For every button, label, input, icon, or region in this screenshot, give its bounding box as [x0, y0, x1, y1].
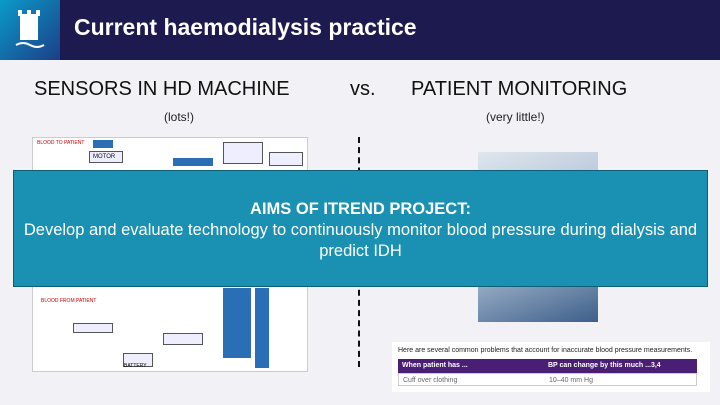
- aims-title: AIMS OF ITREND PROJECT:: [250, 200, 471, 218]
- table-cell: 10–40 mm Hg: [549, 377, 593, 384]
- diagram-label: BLOOD FROM PATIENT: [41, 298, 97, 304]
- column-header: BP can change by this much ...3,4: [548, 362, 661, 369]
- aims-banner: AIMS OF ITREND PROJECT: Develop and eval…: [13, 170, 708, 287]
- left-heading: SENSORS IN HD MACHINE: [34, 78, 290, 100]
- table-caption: Here are several common problems that ac…: [398, 347, 693, 354]
- university-logo: [0, 0, 60, 60]
- bp-inaccuracy-table: Here are several common problems that ac…: [392, 342, 710, 392]
- table-row: Cuff over clothing 10–40 mm Hg: [398, 373, 697, 386]
- right-heading: PATIENT MONITORING: [411, 78, 628, 100]
- table-header: When patient has ... BP can change by th…: [398, 359, 697, 373]
- column-header: When patient has ...: [402, 362, 468, 369]
- right-subheading: (very little!): [486, 110, 545, 124]
- header-bar: Current haemodialysis practice: [0, 0, 720, 60]
- table-cell: Cuff over clothing: [403, 377, 458, 384]
- slide-title: Current haemodialysis practice: [74, 14, 417, 40]
- diagram-label: BLOOD TO PATIENT: [37, 140, 85, 146]
- left-subheading: (lots!): [164, 110, 194, 124]
- aims-text: Develop and evaluate technology to conti…: [23, 221, 698, 260]
- vs-label: vs.: [350, 78, 376, 100]
- diagram-label: BATTERY: [124, 363, 147, 369]
- diagram-label: MOTOR: [93, 154, 116, 160]
